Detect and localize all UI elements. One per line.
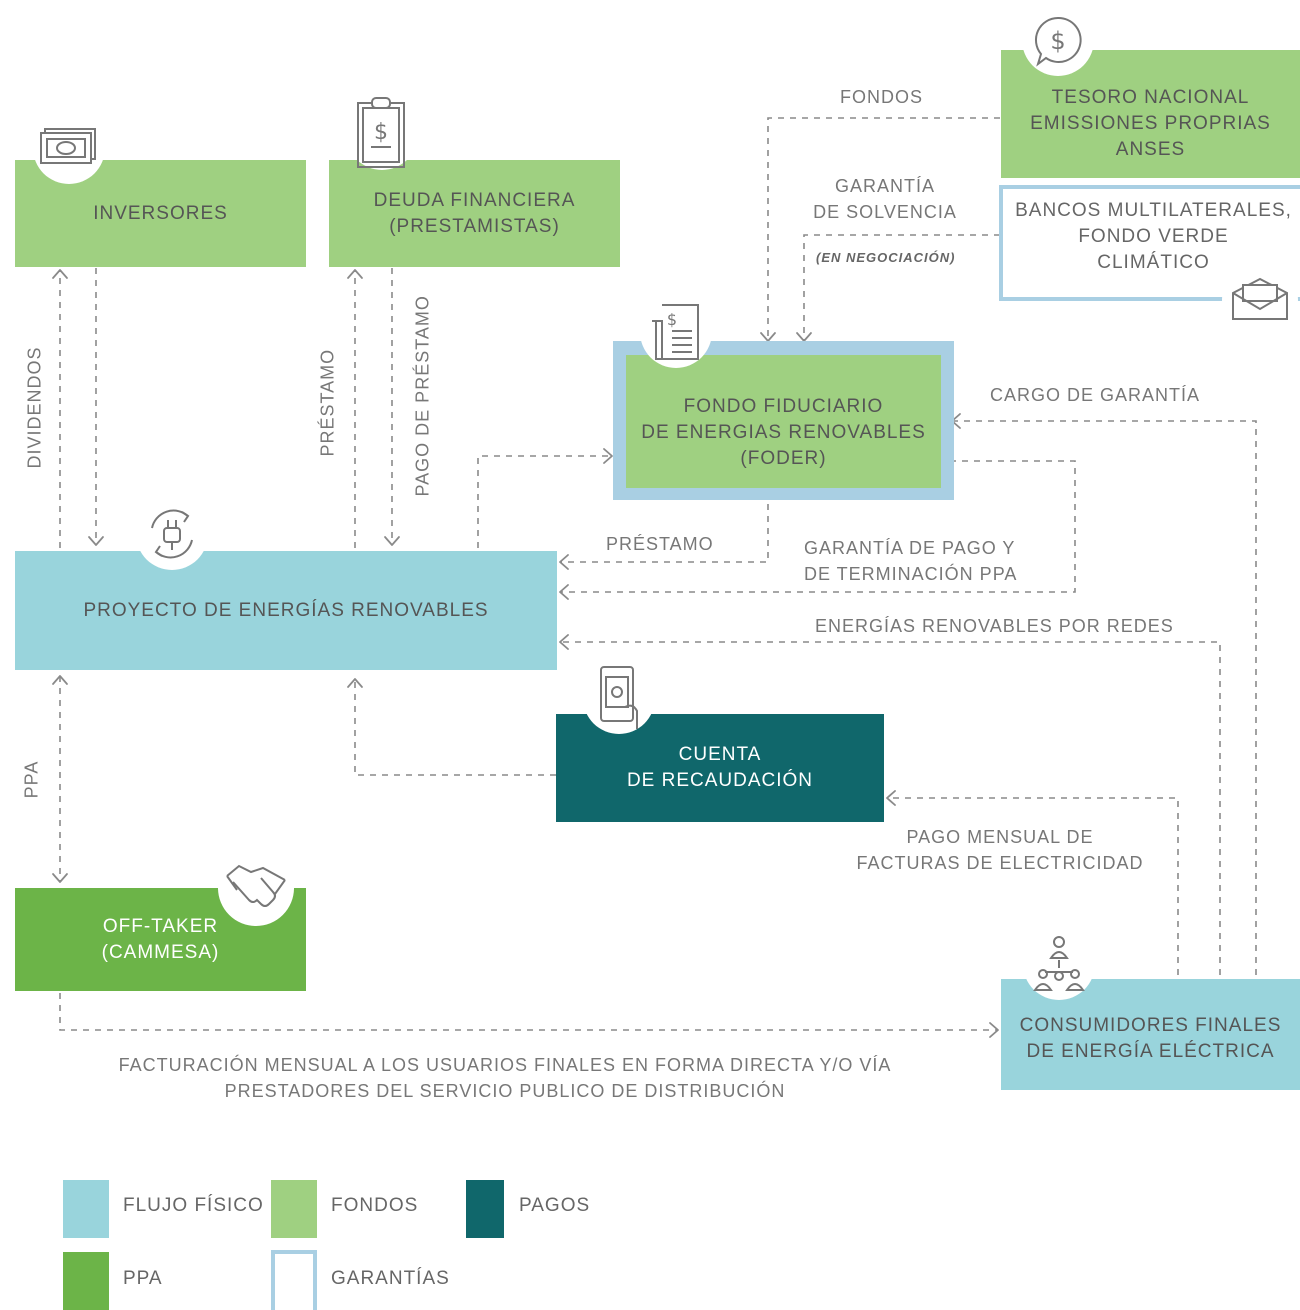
handshake-icon-badge bbox=[218, 850, 294, 926]
bancos-label-1: BANCOS MULTILATERALES, bbox=[1015, 200, 1292, 221]
proyecto-box: PROYECTO DE ENERGÍAS RENOVABLES bbox=[15, 551, 557, 670]
dollar-bubble-icon: $ bbox=[1034, 16, 1082, 67]
cargo-garantia-label: CARGO DE GARANTÍA bbox=[990, 385, 1201, 405]
dollar-bubble-icon-badge: $ bbox=[1022, 4, 1094, 76]
arrowhead-down bbox=[384, 536, 400, 546]
pago-mensual-line-2: FACTURAS DE ELECTRICIDAD bbox=[856, 853, 1144, 873]
plug-cycle-icon bbox=[151, 509, 193, 559]
energias-redes-label: ENERGÍAS RENOVABLES POR REDES bbox=[815, 616, 1174, 636]
arrowhead-right bbox=[603, 448, 613, 464]
facturacion-line-2: PRESTADORES DEL SERVICIO PUBLICO DE DIST… bbox=[224, 1081, 786, 1101]
garantia-pago-line-1: GARANTÍA DE PAGO Y bbox=[804, 538, 1016, 558]
legend-swatch-flujo-fisico bbox=[63, 1180, 109, 1238]
foder-box: FONDO FIDUCIARIO DE ENERGIAS RENOVABLES … bbox=[626, 355, 941, 488]
facturacion-line-1: FACTURACIÓN MENSUAL A LOS USUARIOS FINAL… bbox=[118, 1055, 892, 1075]
people-network-icon bbox=[1033, 936, 1085, 991]
en-negociacion-label: (EN NEGOCIACIÓN) bbox=[816, 250, 956, 265]
pago-mensual-line-1: PAGO MENSUAL DE bbox=[906, 827, 1094, 847]
line-facturacion bbox=[59, 993, 998, 1031]
offtaker-label-2: (CAMMESA) bbox=[101, 941, 220, 963]
receipt-dollar-icon: $ bbox=[652, 304, 699, 360]
legend-label-pagos: PAGOS bbox=[519, 1195, 591, 1216]
arrowhead-down bbox=[88, 536, 104, 546]
arrowhead-left bbox=[559, 634, 569, 650]
arrowhead-down bbox=[796, 332, 812, 342]
envelope-cash-icon-badge bbox=[1222, 262, 1298, 338]
bancos-label-2: FONDO VERDE bbox=[1078, 226, 1229, 247]
phone-payment-icon-badge bbox=[583, 662, 655, 734]
phone-payment-icon bbox=[600, 666, 638, 729]
deuda-label-1: DEUDA FINANCIERA bbox=[373, 189, 576, 211]
consumidores-label-1: CONSUMIDORES FINALES bbox=[1019, 1014, 1282, 1036]
garantia-pago-line-2: DE TERMINACIÓN PPA bbox=[804, 564, 1018, 584]
arrowhead-right bbox=[989, 1022, 999, 1038]
pago-mensual-label: PAGO MENSUAL DE FACTURAS DE ELECTRICIDAD bbox=[850, 824, 1150, 876]
arrowhead-left bbox=[559, 554, 569, 570]
dividendos-label: DIVIDENDOS bbox=[24, 346, 45, 469]
legend-label-flujo-fisico: FLUJO FÍSICO bbox=[123, 1195, 264, 1216]
arrowhead-up bbox=[347, 269, 363, 279]
offtaker-label-1: OFF-TAKER bbox=[102, 915, 219, 937]
clipboard-dollar-icon: $ bbox=[357, 97, 405, 168]
people-network-icon-badge bbox=[1023, 928, 1095, 1000]
arrowhead-left bbox=[886, 790, 896, 806]
handshake-icon bbox=[226, 864, 286, 907]
legend-label-ppa: PPA bbox=[123, 1268, 163, 1289]
garantia-solvencia-label: GARANTÍA DE SOLVENCIA bbox=[800, 173, 970, 225]
tesoro-label-2: EMISSIONES PROPRIAS bbox=[1030, 113, 1271, 134]
svg-text:$: $ bbox=[667, 310, 677, 329]
envelope-cash-icon bbox=[1232, 277, 1288, 320]
bancos-label-3: CLIMÁTICO bbox=[1097, 252, 1210, 273]
legend-label-garantias: GARANTÍAS bbox=[331, 1268, 450, 1289]
line-cargo-garantia bbox=[952, 420, 1257, 975]
svg-text:$: $ bbox=[374, 120, 388, 145]
line-energias-redes bbox=[560, 641, 1221, 975]
cuenta-label-2: DE RECAUDACIÓN bbox=[626, 770, 814, 791]
fondos-flow-label: FONDOS bbox=[840, 87, 924, 107]
clipboard-dollar-icon-badge: $ bbox=[346, 97, 418, 170]
receipt-dollar-icon-badge: $ bbox=[640, 296, 712, 368]
legend-swatch-ppa bbox=[63, 1252, 109, 1310]
deuda-label-2: (PRESTAMISTAS) bbox=[389, 215, 560, 237]
arrowhead-up bbox=[52, 269, 68, 279]
garantia-solvencia-line-2: DE SOLVENCIA bbox=[813, 202, 957, 222]
tesoro-label-3: ANSES bbox=[1115, 139, 1186, 160]
plug-cycle-icon-badge bbox=[136, 498, 208, 570]
legend-label-fondos: FONDOS bbox=[331, 1195, 419, 1216]
consumidores-label-2: DE ENERGÍA ELÉCTRICA bbox=[1026, 1040, 1275, 1062]
line-garantia-solvencia bbox=[803, 234, 1000, 340]
line-fondos bbox=[767, 117, 1000, 340]
arrowhead-up bbox=[52, 675, 68, 685]
line-cuenta-proyecto bbox=[354, 679, 556, 776]
ppa-vertical-label: PPA bbox=[21, 760, 42, 799]
line-prestamo-foder bbox=[560, 492, 769, 563]
line-proyecto-foder bbox=[477, 455, 612, 548]
svg-text:$: $ bbox=[1050, 27, 1065, 55]
inversores-label: INVERSORES bbox=[93, 202, 228, 224]
pago-prestamo-label: PAGO DE PRÉSTAMO bbox=[412, 295, 433, 497]
facturacion-label: FACTURACIÓN MENSUAL A LOS USUARIOS FINAL… bbox=[80, 1052, 930, 1104]
garantia-solvencia-line-1: GARANTÍA bbox=[834, 176, 935, 196]
foder-label-2: DE ENERGIAS RENOVABLES bbox=[641, 421, 926, 443]
legend-swatch-fondos bbox=[271, 1180, 317, 1238]
foder-label-1: FONDO FIDUCIARIO bbox=[683, 395, 884, 417]
legend-swatch-pagos bbox=[466, 1180, 504, 1238]
garantia-pago-label: GARANTÍA DE PAGO Y DE TERMINACIÓN PPA bbox=[804, 535, 1017, 587]
arrowhead-left bbox=[559, 584, 569, 600]
line-garantia-pago bbox=[560, 460, 1076, 593]
cuenta-label-1: CUENTA bbox=[678, 744, 762, 765]
legend-swatch-garantias bbox=[271, 1250, 317, 1310]
prestamo-foder-label: PRÉSTAMO bbox=[606, 534, 714, 554]
tesoro-label-1: TESORO NACIONAL bbox=[1051, 87, 1250, 108]
proyecto-label: PROYECTO DE ENERGÍAS RENOVABLES bbox=[83, 599, 489, 621]
cash-icon bbox=[40, 128, 96, 164]
cash-icon-badge bbox=[33, 112, 105, 184]
arrowhead-down bbox=[52, 873, 68, 883]
arrowhead-up bbox=[347, 678, 363, 688]
deuda-financiera-box: DEUDA FINANCIERA (PRESTAMISTAS) bbox=[329, 160, 620, 267]
prestamo-vertical-label: PRÉSTAMO bbox=[317, 348, 338, 457]
foder-label-3: (FODER) bbox=[740, 447, 827, 469]
